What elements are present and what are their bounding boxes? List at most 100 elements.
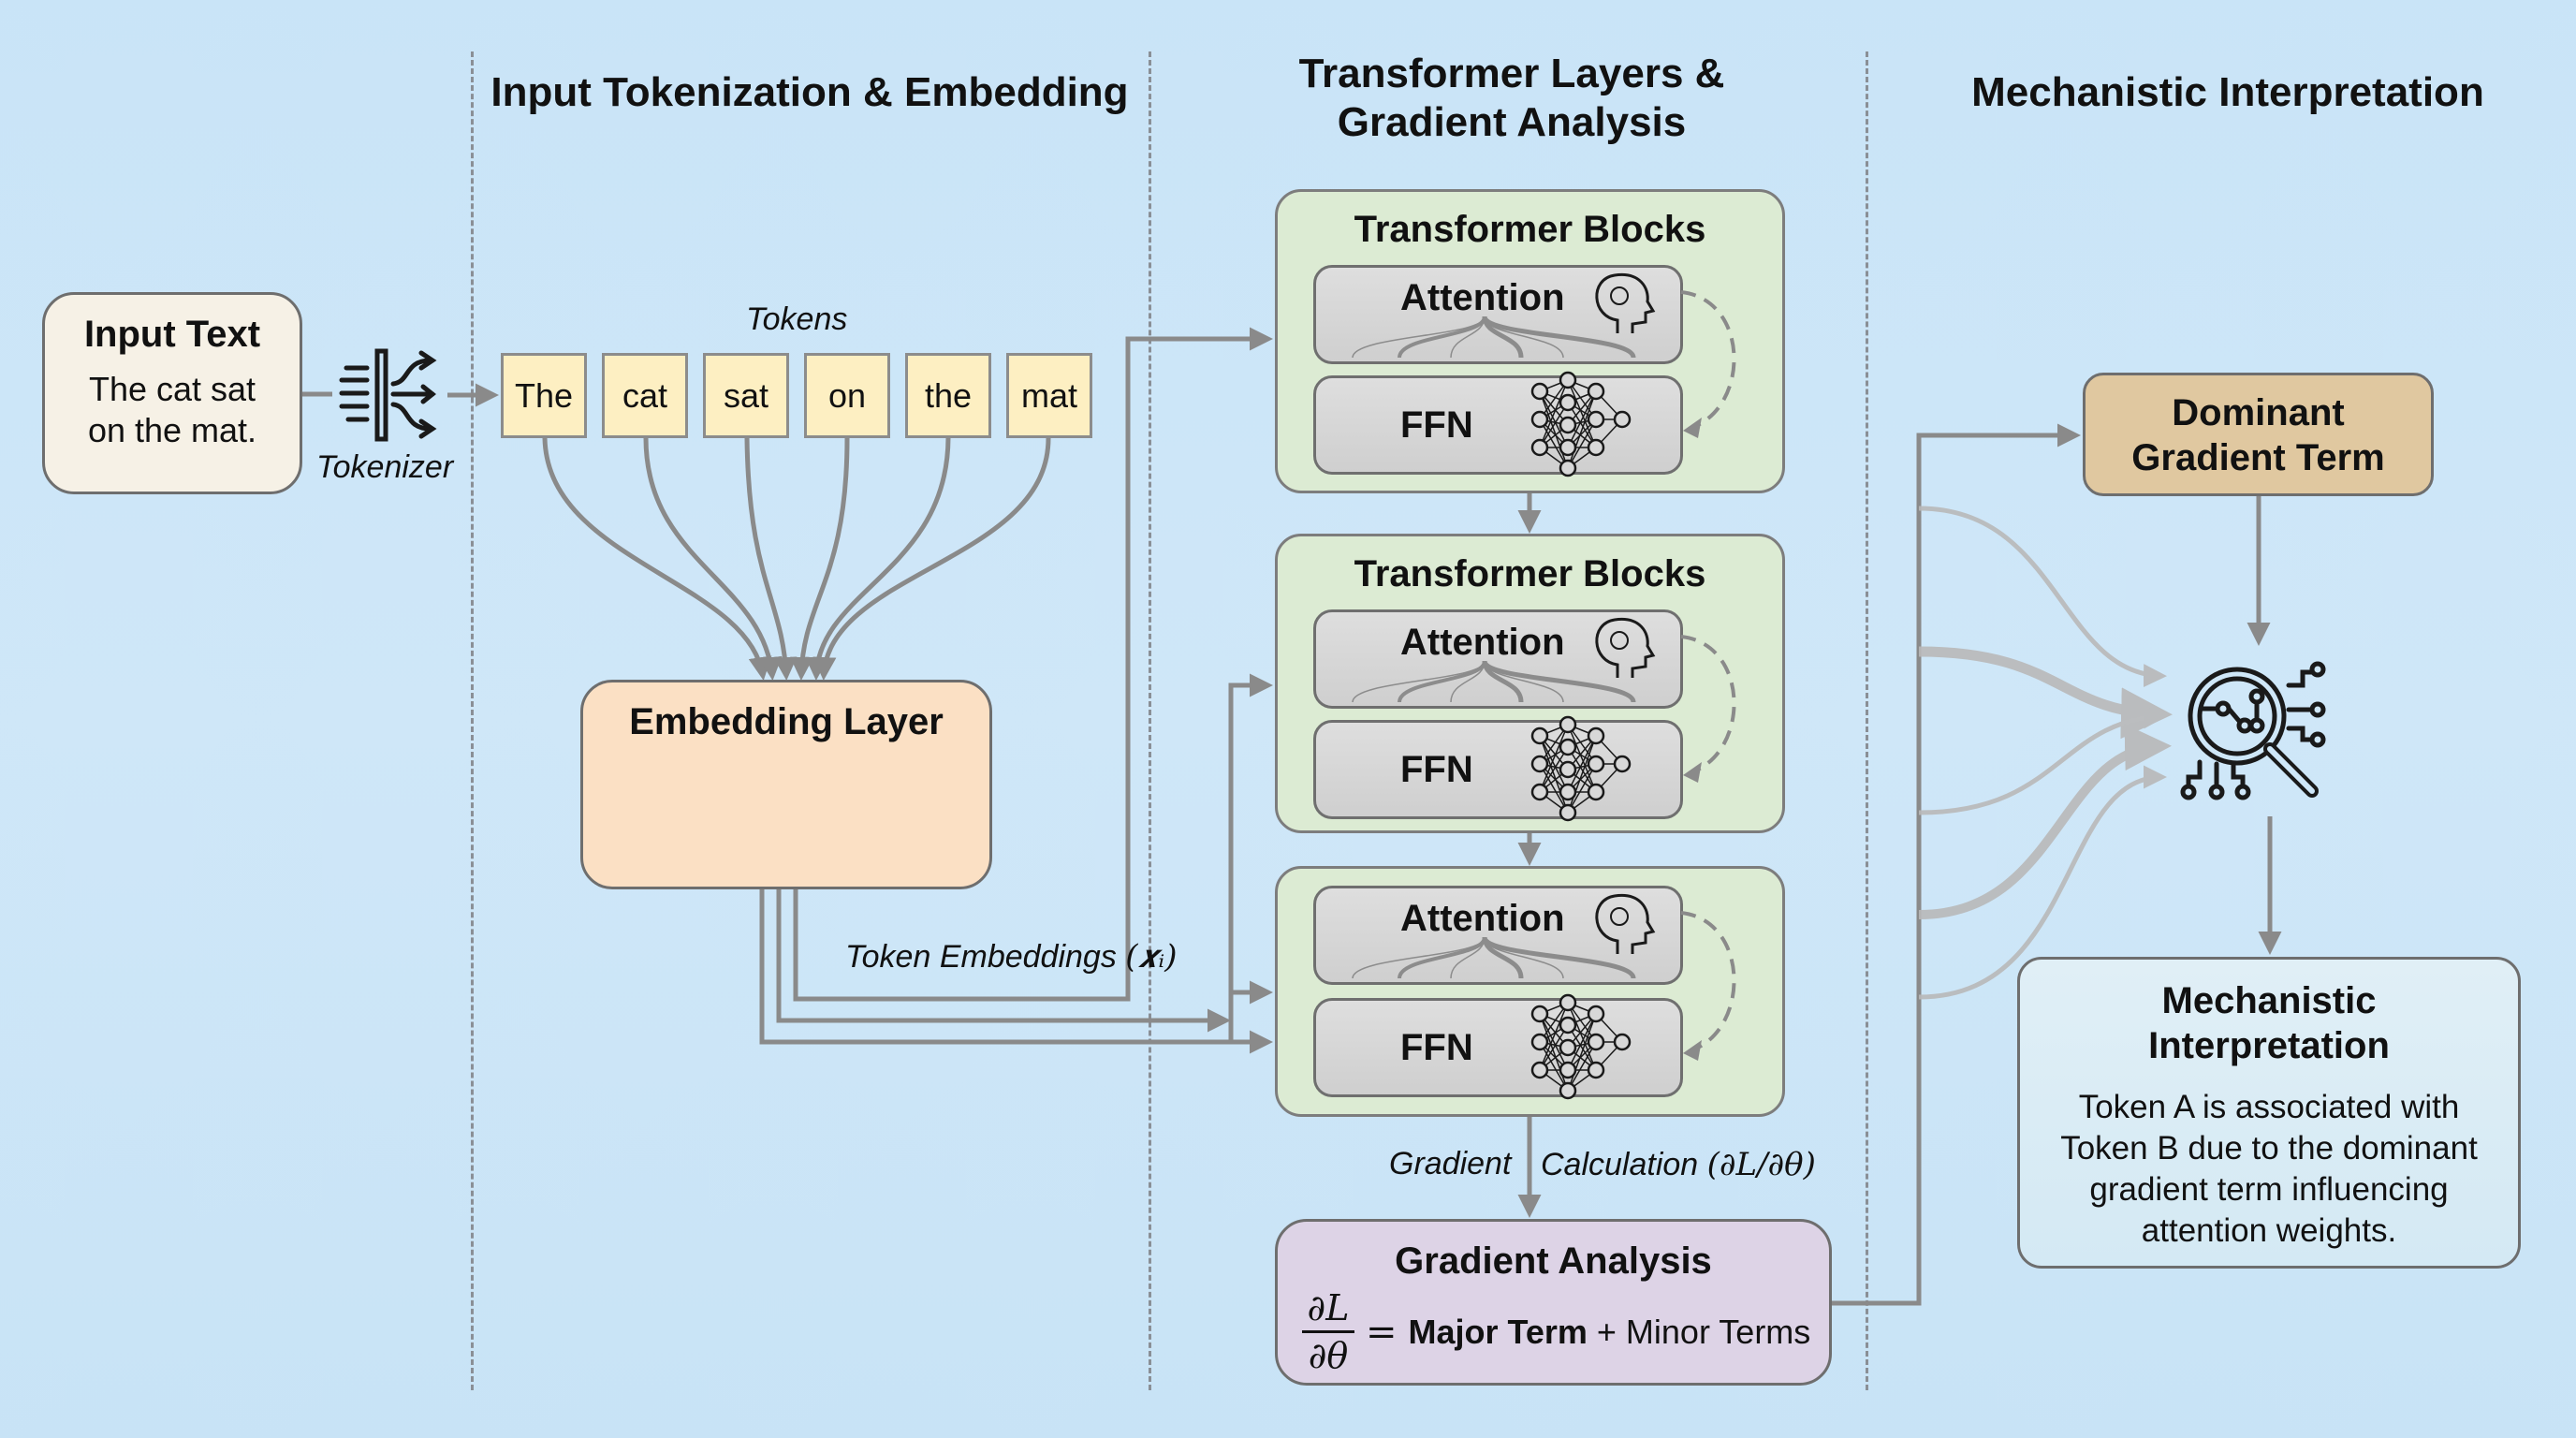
network-edge: [1567, 1041, 1597, 1092]
head-brain-icon: [1595, 617, 1656, 678]
network-node: [1530, 438, 1549, 457]
network-edge: [1539, 735, 1569, 793]
attention-weight-line: [1398, 660, 1486, 703]
network-edge: [1567, 735, 1597, 814]
network-node: [1559, 760, 1577, 779]
feedback-dashed-arrow: [1680, 635, 1736, 775]
network-edge: [1567, 418, 1597, 469]
mechanistic-interpretation-box: Mechanistic Interpretation Token A is as…: [2017, 957, 2521, 1269]
network-node: [1587, 755, 1605, 773]
flow-curve-4: [1918, 724, 2172, 919]
gradient-calc-label-right: Calculation (∂L/∂θ): [1541, 1146, 1816, 1183]
network-edge: [1567, 724, 1597, 793]
token-text: the: [924, 375, 973, 415]
ffn-label: FFN: [1400, 404, 1473, 446]
embedding-route-1: [793, 327, 1273, 1002]
network-edge: [1539, 1002, 1569, 1071]
network-node: [1559, 783, 1577, 801]
network-edge: [1539, 1041, 1569, 1092]
embedding-route-2: [776, 889, 1231, 1033]
network-node: [1559, 438, 1577, 457]
network-node: [1559, 1081, 1577, 1100]
feedback-arrowhead: [1683, 1040, 1702, 1061]
network-node: [1559, 459, 1577, 477]
network-edge: [1567, 1002, 1597, 1071]
equals-sign: =: [1366, 1310, 1398, 1354]
token-embeddings-label: Token Embeddings (𝒙ᵢ): [845, 938, 1178, 976]
ffn-label: FFN: [1400, 1027, 1473, 1068]
transformer-block-title: Transformer Blocks: [1354, 209, 1706, 250]
network-node: [1587, 438, 1605, 457]
embedding-output-arrows: [759, 327, 1273, 1054]
token-box: mat: [1006, 353, 1092, 438]
attention-weight-line: [1398, 936, 1486, 979]
column-title-mechanistic: Mechanistic Interpretation: [1971, 69, 2484, 115]
network-edge: [1567, 402, 1597, 448]
gradient-analysis-title: Gradient Analysis: [1395, 1240, 1712, 1282]
transformer-block-2: Transformer Blocks Attention FFN: [1275, 534, 1785, 833]
column-title-transformer: Transformer Layers & Gradient Analysis: [1161, 50, 1863, 147]
token-text: mat: [1020, 375, 1077, 415]
feedback-arrowhead: [1683, 418, 1702, 438]
token-embeddings-math: (𝒙ᵢ): [1125, 938, 1178, 976]
transformer-block-title: Transformer Blocks: [1354, 553, 1706, 594]
gradient-flow-curves: [1918, 506, 2173, 1000]
head-brain-icon: [1595, 893, 1656, 954]
token-text: The: [514, 375, 574, 415]
attention-weight-line: [1352, 315, 1486, 359]
feedback-dashed-arrow: [1680, 290, 1736, 431]
network-node: [1530, 410, 1549, 429]
network-edge: [1539, 735, 1569, 814]
mechanistic-title-line2: Interpretation: [2148, 1025, 2390, 1066]
network-edge: [1539, 418, 1569, 469]
token-embeddings-text: Token Embeddings: [845, 939, 1117, 975]
column-divider-2: [1149, 51, 1151, 1390]
attention-weight-line: [1482, 935, 1636, 979]
token-to-embedding-arrows: [542, 437, 1051, 681]
network-node: [1530, 1005, 1549, 1023]
network-edge: [1567, 390, 1597, 469]
token-curve-1: [542, 437, 772, 681]
network-node: [1587, 783, 1605, 801]
attention-label: Attention: [1400, 898, 1565, 939]
brain-detail: [1610, 907, 1629, 926]
mechanistic-body-line: attention weights.: [2141, 1212, 2397, 1249]
network-node: [1559, 738, 1577, 756]
gradient-calc-text: Calculation: [1541, 1147, 1699, 1182]
embedding-route-3: [759, 889, 1273, 1054]
column-divider-3: [1866, 51, 1868, 1390]
network-node: [1559, 393, 1577, 412]
dominant-line1: Dominant: [2172, 392, 2345, 433]
network-node: [1530, 726, 1549, 745]
ffn-block: FFN: [1313, 998, 1683, 1097]
network-node: [1530, 1033, 1549, 1051]
network-edge: [1539, 1013, 1569, 1092]
input-text-box: Input Text The cat sat on the mat.: [42, 292, 302, 494]
attention-weight-line: [1482, 315, 1636, 359]
network-edge: [1539, 390, 1569, 469]
flow-curve-2: [1918, 646, 2173, 740]
token-curve-2: [643, 437, 783, 681]
embedding-layer-title: Embedding Layer: [629, 701, 944, 742]
network-node: [1587, 1061, 1605, 1079]
gradient-fraction: ∂L ∂θ: [1302, 1287, 1354, 1376]
attention-weight-line: [1352, 660, 1486, 703]
tokenizer-icon: [339, 348, 437, 442]
attention-label: Attention: [1400, 277, 1565, 318]
network-edge: [1539, 746, 1569, 793]
token-text: sat: [723, 375, 769, 415]
column-divider-1: [471, 51, 474, 1390]
major-term: Major Term: [1408, 1312, 1588, 1351]
ffn-label: FFN: [1400, 749, 1473, 790]
flow-curve-1: [1918, 506, 2167, 688]
gradient-calc-math: (∂L/∂θ): [1706, 1146, 1816, 1183]
network-node: [1559, 803, 1577, 822]
ffn-block: FFN: [1313, 375, 1683, 475]
attention-weight-line: [1398, 315, 1486, 359]
attention-label: Attention: [1400, 622, 1565, 663]
magnifier-circuit-icon: [2180, 661, 2326, 800]
column-title-transformer-line1: Transformer Layers &: [1298, 51, 1725, 96]
network-node: [1587, 1033, 1605, 1051]
token-curve-5: [805, 437, 951, 681]
